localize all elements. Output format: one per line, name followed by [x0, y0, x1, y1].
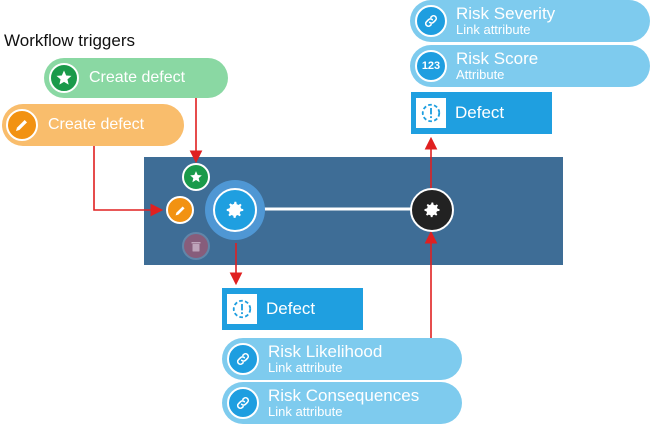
attribute-type: Attribute — [456, 67, 505, 82]
attribute-type: Link attribute — [268, 404, 343, 419]
number-icon: 123 — [415, 50, 447, 82]
attribute-name: Risk Consequences — [268, 386, 420, 405]
defect-icon — [416, 98, 446, 128]
defect-icon — [227, 294, 257, 324]
source-entity-defect[interactable]: Defect — [222, 288, 363, 330]
attribute-risk-consequences[interactable]: Risk Consequences Link attribute — [222, 382, 462, 424]
trigger-create-defect-orange[interactable]: Create defect — [2, 104, 184, 146]
gear-icon[interactable] — [213, 188, 257, 232]
entity-label: Defect — [455, 103, 505, 122]
star-icon[interactable] — [182, 163, 210, 191]
pencil-icon[interactable] — [166, 196, 194, 224]
link-icon — [415, 5, 447, 37]
trigger-label: Create defect — [48, 116, 145, 133]
attribute-name: Risk Score — [456, 49, 539, 68]
attribute-risk-likelihood[interactable]: Risk Likelihood Link attribute — [222, 338, 462, 380]
trash-icon[interactable] — [182, 232, 210, 260]
attribute-type: Link attribute — [268, 360, 343, 375]
arrow-orange-trigger — [93, 146, 164, 217]
entity-label: Defect — [266, 299, 316, 318]
link-icon — [227, 387, 259, 419]
attribute-risk-severity[interactable]: Risk Severity Link attribute — [410, 0, 650, 42]
attribute-risk-score[interactable]: 123 Risk Score Attribute — [410, 45, 650, 87]
gear-icon[interactable] — [410, 188, 454, 232]
attribute-name: Risk Severity — [456, 4, 556, 23]
trigger-label: Create defect — [89, 69, 186, 86]
attribute-type: Link attribute — [456, 22, 531, 37]
trigger-create-defect-green[interactable]: Create defect — [44, 58, 228, 98]
pencil-icon — [6, 109, 38, 141]
link-icon — [227, 343, 259, 375]
star-icon — [49, 63, 79, 93]
number-badge: 123 — [421, 60, 441, 72]
diagram-title: Workflow triggers — [4, 31, 135, 50]
target-entity-defect[interactable]: Defect — [411, 92, 552, 134]
attribute-name: Risk Likelihood — [268, 342, 383, 361]
